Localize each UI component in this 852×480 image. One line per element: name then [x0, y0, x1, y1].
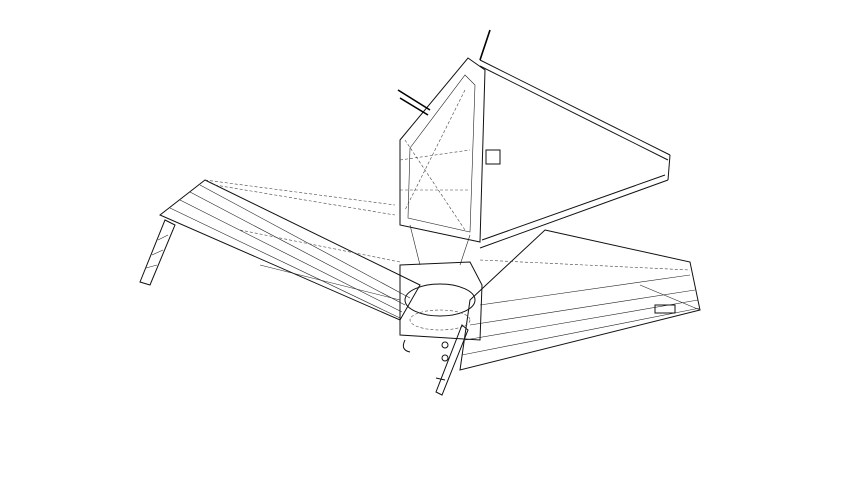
- aft-momentum-flap: [435, 324, 469, 396]
- solar-array-panel: [139, 219, 176, 286]
- sunshield-left-wing: [159, 179, 421, 321]
- primary-mirror: [397, 57, 501, 243]
- spacecraft-bus: [399, 224, 483, 362]
- secondary-mirror-tripod: [479, 29, 671, 249]
- sunshield-right-wing: [459, 229, 701, 371]
